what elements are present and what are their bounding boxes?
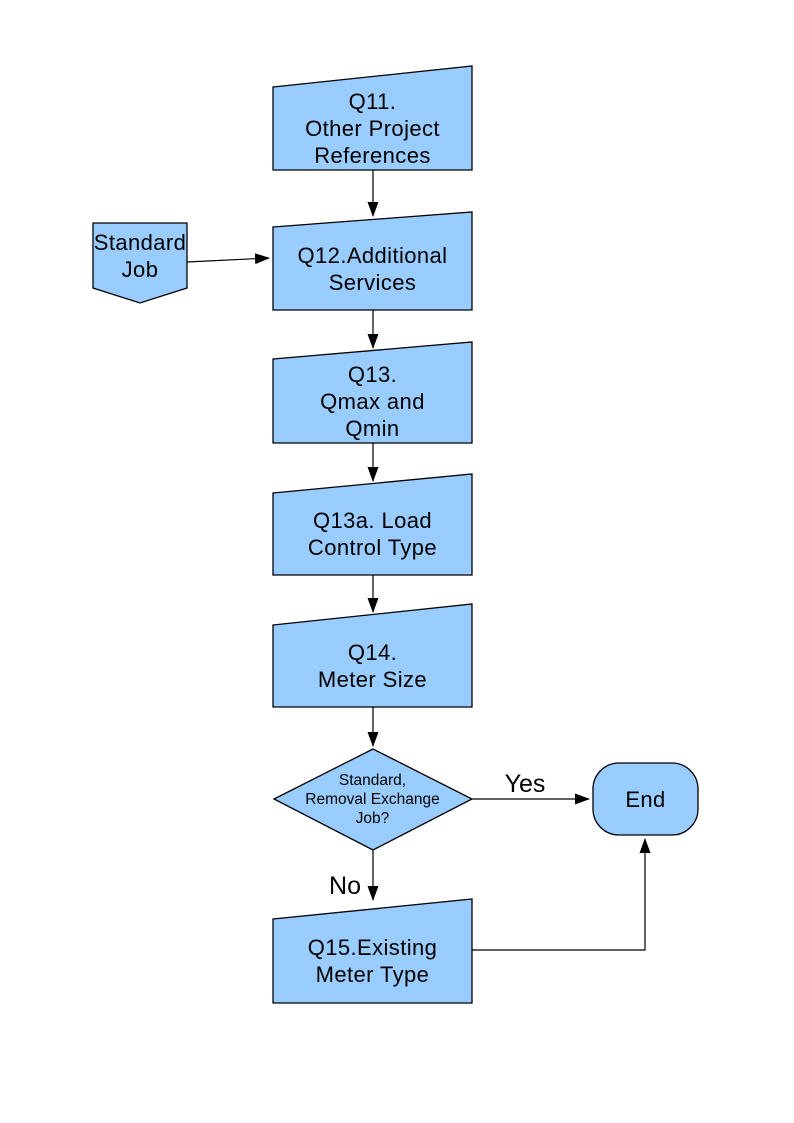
node-q14-label: Q14. Meter Size bbox=[317, 640, 428, 692]
edge-q15-end bbox=[472, 838, 651, 951]
node-q11-shape bbox=[272, 65, 473, 171]
edge-label-yes: Yes bbox=[504, 770, 546, 798]
edge-label-no: No bbox=[329, 872, 361, 900]
node-q13-label: Q13. Qmax and Qmin bbox=[320, 361, 425, 441]
node-q13a-label: Q13a. Load Control Type bbox=[307, 508, 438, 560]
node-q15-label: Q15.Existing Meter Type bbox=[307, 935, 438, 987]
node-q12-label: Q12.Additional Services bbox=[297, 242, 448, 295]
edge-standardjob-q12 bbox=[186, 253, 270, 265]
node-q11-label: Q11. Other Project References bbox=[305, 89, 440, 168]
node-decision-shape bbox=[272, 748, 474, 851]
node-standard-job-label: Standard Job bbox=[93, 229, 187, 282]
node-standard-job-shape bbox=[92, 222, 188, 304]
node-q13a-shape bbox=[272, 473, 473, 576]
node-q14-shape bbox=[272, 603, 473, 708]
node-end-label: End bbox=[625, 786, 666, 812]
node-q13-shape bbox=[272, 341, 473, 444]
node-decision-label: Standard, Removal Exchange Job? bbox=[305, 772, 440, 827]
node-end-shape bbox=[592, 762, 699, 836]
node-q12-shape bbox=[272, 211, 473, 311]
node-q15-shape bbox=[272, 898, 473, 1004]
